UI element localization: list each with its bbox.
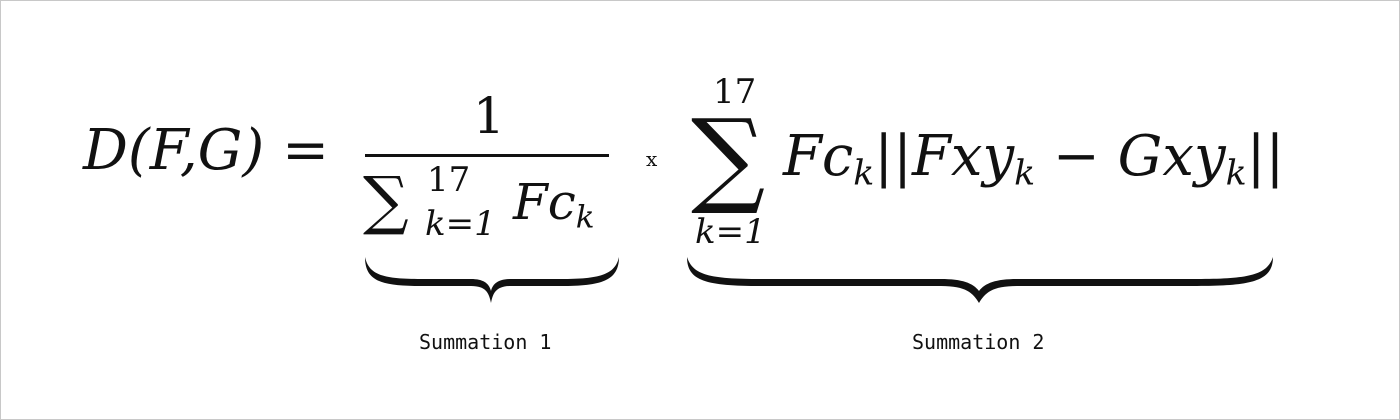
summation-1-label: Summation 1: [419, 330, 552, 354]
summation-2-label: Summation 2: [912, 330, 1045, 354]
denominator-lower-limit: k=1: [425, 204, 496, 244]
times-symbol: x: [646, 147, 658, 171]
summation-term: Fck||Fxyk − Gxyk||: [783, 124, 1285, 194]
formula-lhs: D(F,G) =: [83, 118, 329, 183]
summation-sigma: ∑: [691, 96, 766, 218]
underbrace-1: [365, 257, 619, 303]
fraction-bar: [365, 154, 609, 157]
denominator-sigma: ∑: [363, 164, 409, 238]
denominator-upper-limit: 17: [427, 160, 471, 200]
underbrace-2: [687, 257, 1273, 303]
summation-lower-limit: k=1: [695, 212, 766, 252]
denominator-term: Fck: [513, 173, 595, 236]
fraction-numerator: 1: [473, 87, 505, 145]
summation-upper-limit: 17: [713, 72, 757, 112]
